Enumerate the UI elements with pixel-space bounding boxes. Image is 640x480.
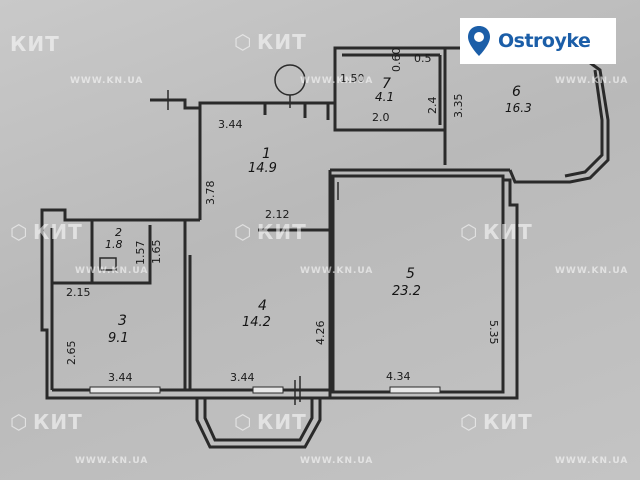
- dim-1-50: 1.50: [340, 72, 365, 85]
- watermark-url: WWW.KN.UA: [555, 456, 629, 466]
- watermark-text: КИТ: [33, 410, 83, 434]
- kit-logo-icon: ⬡: [10, 410, 28, 434]
- watermark-url: WWW.KN.UA: [70, 76, 144, 86]
- room-7-area: 4.1: [375, 90, 394, 104]
- dim-1-65: 1.65: [150, 240, 163, 265]
- room-3-number: 3: [118, 313, 127, 329]
- watermark: ⬡ КИТ: [460, 410, 533, 434]
- watermark-text: КИТ: [257, 30, 307, 54]
- room-3-area: 9.1: [108, 331, 129, 346]
- watermark-text: КИТ: [10, 32, 60, 56]
- dim-2-65: 2.65: [65, 341, 78, 366]
- dim-3-35: 3.35: [452, 94, 465, 119]
- brand-name: Ostroyke: [498, 30, 591, 52]
- toilet-fixture: [99, 257, 117, 271]
- watermark-text: КИТ: [257, 410, 307, 434]
- dim-5-35: 5.35: [487, 320, 500, 345]
- watermark-url: WWW.KN.UA: [300, 76, 374, 86]
- dim-0-5: 0.5: [414, 52, 432, 65]
- room-7-number: 7: [382, 76, 391, 92]
- watermark: ⬡ КИТ: [234, 410, 307, 434]
- dim-2-12: 2.12: [265, 208, 290, 221]
- watermark-url: WWW.KN.UA: [300, 266, 374, 276]
- kit-logo-icon: ⬡: [460, 410, 478, 434]
- kit-logo-icon: ⬡: [460, 220, 478, 244]
- windows: [89, 386, 441, 394]
- dim-3-44-bottom-left: 3.44: [108, 371, 133, 384]
- watermark-url: WWW.KN.UA: [300, 456, 374, 466]
- dim-2-0: 2.0: [372, 111, 390, 124]
- kit-logo-icon: ⬡: [234, 30, 252, 54]
- location-pin-icon: [468, 26, 490, 56]
- watermark: ⬡ КИТ: [10, 410, 83, 434]
- watermark-text: КИТ: [483, 410, 533, 434]
- room-labels: 1 14.9 2 1.8 3 9.1 4 14.2 5 23.2 6 16.3 …: [105, 76, 532, 346]
- watermark: КИТ: [10, 32, 60, 56]
- room-4-area: 14.2: [242, 315, 271, 330]
- room-2-area: 1.8: [105, 238, 123, 251]
- room-1-number: 1: [262, 146, 271, 162]
- kit-logo-icon: ⬡: [234, 220, 252, 244]
- dim-2-4: 2.4: [426, 97, 439, 115]
- dim-4-34: 4.34: [386, 370, 411, 383]
- watermark: ⬡ КИТ: [10, 220, 83, 244]
- room-5-number: 5: [406, 266, 415, 282]
- room-5-area: 23.2: [392, 284, 421, 299]
- fixtures: [99, 64, 339, 405]
- watermark-url: WWW.KN.UA: [555, 266, 629, 276]
- watermark-url: WWW.KN.UA: [555, 76, 629, 86]
- watermark: ⬡ КИТ: [234, 220, 307, 244]
- dimension-labels: 3.44 3.78 2.12 1.50 0.60 0.5 3.35 2.4 2.…: [65, 48, 500, 385]
- watermark: ⬡ КИТ: [460, 220, 533, 244]
- dim-2-15: 2.15: [66, 286, 91, 299]
- dim-0-60: 0.60: [390, 48, 403, 73]
- watermark-url: WWW.KN.UA: [75, 456, 149, 466]
- brand-logo: Ostroyke: [460, 18, 616, 64]
- room-6-area: 16.3: [505, 101, 532, 115]
- kit-logo-icon: ⬡: [234, 410, 252, 434]
- room-2-number: 2: [115, 226, 122, 239]
- room-1-area: 14.9: [248, 161, 277, 176]
- watermark-text: КИТ: [257, 220, 307, 244]
- room-4-number: 4: [258, 298, 267, 314]
- kit-logo-icon: ⬡: [10, 220, 28, 244]
- dim-4-26: 4.26: [314, 321, 327, 346]
- watermark-text: КИТ: [33, 220, 83, 244]
- watermark-url: WWW.KN.UA: [75, 266, 149, 276]
- watermark-text: КИТ: [483, 220, 533, 244]
- dim-3-44-bottom-middle: 3.44: [230, 371, 255, 384]
- room-6-number: 6: [512, 84, 521, 100]
- dim-1-57: 1.57: [134, 241, 147, 266]
- watermark: ⬡ КИТ: [234, 30, 307, 54]
- dim-3-78: 3.78: [204, 181, 217, 206]
- dim-3-44-top: 3.44: [218, 118, 243, 131]
